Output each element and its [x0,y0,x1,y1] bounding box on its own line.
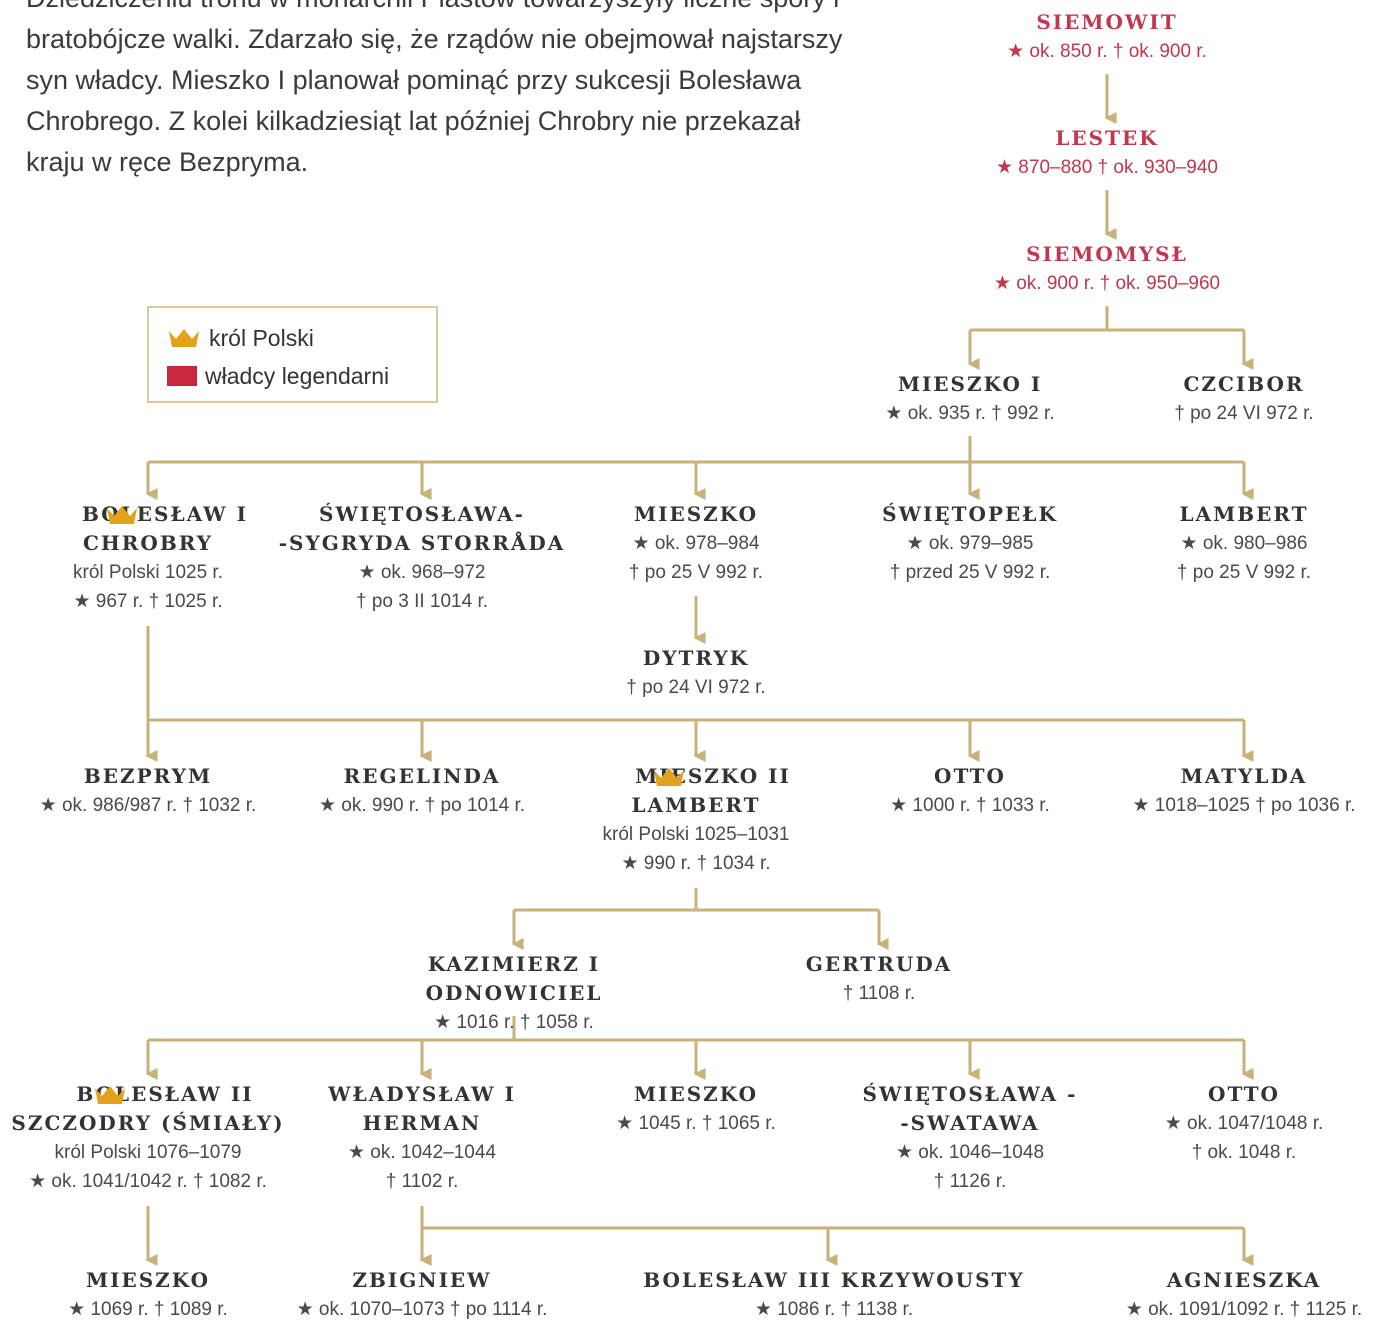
person-name: BEZPRYM [83,764,213,788]
person-dates: ★ 1016 r. † 1058 r. [434,1012,594,1033]
person-agnieszka: AGNIESZKA ★ ok. 1091/1092 r. † 1125 r. [1084,1266,1397,1324]
person-boleslaw-ii: BOLESŁAW II SZCZODRY (ŚMIAŁY) król Polsk… [0,1080,308,1196]
person-dytryk: DYTRYK † po 24 VI 972 r. [536,644,856,702]
person-dates: ★ 1000 r. † 1033 r. [890,795,1050,816]
person-name: WŁADYSŁAW I HERMAN [328,1082,516,1135]
person-dates: ★ 1018–1025 † po 1036 r. [1132,795,1356,816]
legend-legendary-label: władcy legendarni [205,362,390,389]
person-lambert: LAMBERT ★ ok. 980–986 † po 25 V 992 r. [1084,500,1397,587]
person-dates: ★ ok. 978–984 † po 25 V 992 r. [628,533,764,583]
link-wladyslaw-bar [420,1206,1244,1230]
link-mieszko1-bar [148,436,1244,464]
person-name: MIESZKO II LAMBERT [631,764,791,817]
person-dates: ★ ok. 1070–1073 † po 1114 r. [296,1299,548,1320]
person-dates: ★ ok. 1042–1044 † 1102 r. [347,1142,497,1192]
person-name: SIEMOMYSŁ [1026,242,1188,266]
person-name: ŚWIĘTOPEŁK [882,502,1058,526]
crown-icon [107,506,137,524]
person-dates: ★ ok. 968–972 † po 3 II 1014 r. [355,562,489,612]
legend-row-legendary: władcy legendarni [167,362,389,390]
person-name: LAMBERT [1179,502,1309,526]
person-dates: ★ ok. 1046–1048 † 1126 r. [895,1142,1045,1192]
person-name: OTTO [1208,1082,1280,1106]
person-name: MIESZKO I [897,372,1043,396]
person-mieszko-kazimierzowic: MIESZKO ★ 1045 r. † 1065 r. [536,1080,856,1138]
crown-icon [95,1086,125,1104]
legend-row-king: król Polski [167,324,314,352]
person-mieszko-i: MIESZKO I ★ ok. 935 r. † 992 r. [810,370,1130,428]
person-boleslaw-i: BOLESŁAW I CHROBRY król Polski 1025 r. ★… [0,500,308,616]
person-name: AGNIESZKA [1166,1268,1322,1292]
person-bezprym: BEZPRYM ★ ok. 986/987 r. † 1032 r. [0,762,308,820]
person-name: GERTRUDA [805,952,953,976]
person-dates: ★ ok. 980–986 † po 25 V 992 r. [1176,533,1312,583]
crown-icon [654,768,684,786]
legend-king-label: król Polski [209,324,314,351]
person-gertruda: GERTRUDA † 1108 r. [719,950,1039,1008]
person-name: CZCIBOR [1183,372,1305,396]
person-dates: król Polski 1025–1031 ★ 990 r. † 1034 r. [602,824,790,874]
person-name: BOLESŁAW II SZCZODRY (ŚMIAŁY) [11,1082,285,1135]
person-mieszko-boleslawowic: MIESZKO ★ 1069 r. † 1089 r. [0,1266,308,1324]
person-boleslaw-iii: BOLESŁAW III KRZYWOUSTY ★ 1086 r. † 1138… [624,1266,1044,1324]
person-siemomysl: SIEMOMYSŁ ★ ok. 900 r. † ok. 950–960 [947,240,1267,298]
person-dates: ★ ok. 935 r. † 992 r. [885,403,1055,424]
person-dates: król Polski 1076–1079 ★ ok. 1041/1042 r.… [29,1142,267,1192]
person-dates: ★ 1069 r. † 1089 r. [68,1299,228,1320]
person-dates: ★ ok. 979–985 † przed 25 V 992 r. [889,533,1051,583]
link-siemomysl-bar [970,306,1244,332]
person-kazimierz: KAZIMIERZ I ODNOWICIEL ★ 1016 r. † 1058 … [354,950,674,1037]
person-dates: ★ ok. 990 r. † po 1014 r. [318,795,526,816]
person-otto-kazimierzowic: OTTO ★ ok. 1047/1048 r. † ok. 1048 r. [1084,1080,1397,1167]
person-swietoslawa: ŚWIĘTOSŁAWA- -SYGRYDA STORRÅDA ★ ok. 968… [262,500,582,616]
person-mieszko-son: MIESZKO ★ ok. 978–984 † po 25 V 992 r. [536,500,856,587]
crown-icon [169,329,199,347]
person-lestek: LESTEK ★ 870–880 † ok. 930–940 [947,124,1267,182]
person-dates: ★ ok. 986/987 r. † 1032 r. [39,795,257,816]
person-dates: † 1108 r. [842,983,916,1004]
person-dates: ★ ok. 850 r. † ok. 900 r. [1007,41,1207,62]
person-dates: ★ 1086 r. † 1138 r. [754,1299,914,1320]
person-dates: ★ ok. 1047/1048 r. † ok. 1048 r. [1164,1113,1324,1163]
person-dates: ★ 870–880 † ok. 930–940 [996,157,1218,178]
person-otto: OTTO ★ 1000 r. † 1033 r. [810,762,1130,820]
legend: król Polski władcy legendarni [147,306,438,403]
person-zbigniew: ZBIGNIEW ★ ok. 1070–1073 † po 1114 r. [262,1266,582,1324]
person-siemowit: SIEMOWIT ★ ok. 850 r. † ok. 900 r. [947,8,1267,66]
person-name: ZBIGNIEW [352,1268,492,1292]
person-dates: † po 24 VI 972 r. [626,677,766,698]
person-name: MIESZKO [633,502,759,526]
person-dates: † po 24 VI 972 r. [1174,403,1314,424]
person-name: DYTRYK [642,646,750,670]
person-name: REGELINDA [343,764,501,788]
person-mieszko-ii: MIESZKO II LAMBERT król Polski 1025–1031… [536,762,856,878]
person-wladyslaw: WŁADYSŁAW I HERMAN ★ ok. 1042–1044 † 110… [262,1080,582,1196]
person-dates: ★ ok. 1091/1092 r. † 1125 r. [1125,1299,1363,1320]
person-name: BOLESŁAW III KRZYWOUSTY [643,1268,1025,1292]
person-name: MATYLDA [1180,764,1308,788]
person-name: MIESZKO [85,1268,211,1292]
person-name: SIEMOWIT [1036,10,1178,34]
person-name: ŚWIĘTOSŁAWA- -SYGRYDA STORRÅDA [278,502,566,555]
person-swietopelk: ŚWIĘTOPEŁK ★ ok. 979–985 † przed 25 V 99… [810,500,1130,587]
legendary-swatch [167,366,197,386]
person-dates: ★ ok. 900 r. † ok. 950–960 [993,273,1221,294]
person-swietoslawa-swatawa: ŚWIĘTOSŁAWA - -SWATAWA ★ ok. 1046–1048 †… [810,1080,1130,1196]
person-name: ŚWIĘTOSŁAWA - -SWATAWA [862,1082,1078,1135]
person-regelinda: REGELINDA ★ ok. 990 r. † po 1014 r. [262,762,582,820]
link-mieszko2-bar [514,888,879,912]
person-name: MIESZKO [633,1082,759,1106]
person-dates: król Polski 1025 r. ★ 967 r. † 1025 r. [73,562,223,612]
link-kazimierz-bar [148,1016,1244,1042]
person-dates: ★ 1045 r. † 1065 r. [616,1113,776,1134]
intro-paragraph: Dziedziczeniu tronu w monarchii Piastów … [26,0,843,177]
person-matylda: MATYLDA ★ 1018–1025 † po 1036 r. [1084,762,1397,820]
person-name: OTTO [934,764,1006,788]
person-name: KAZIMIERZ I ODNOWICIEL [425,952,603,1005]
person-czcibor: CZCIBOR † po 24 VI 972 r. [1084,370,1397,428]
person-name: LESTEK [1055,126,1159,150]
person-name: BOLESŁAW I CHROBRY [82,502,248,555]
